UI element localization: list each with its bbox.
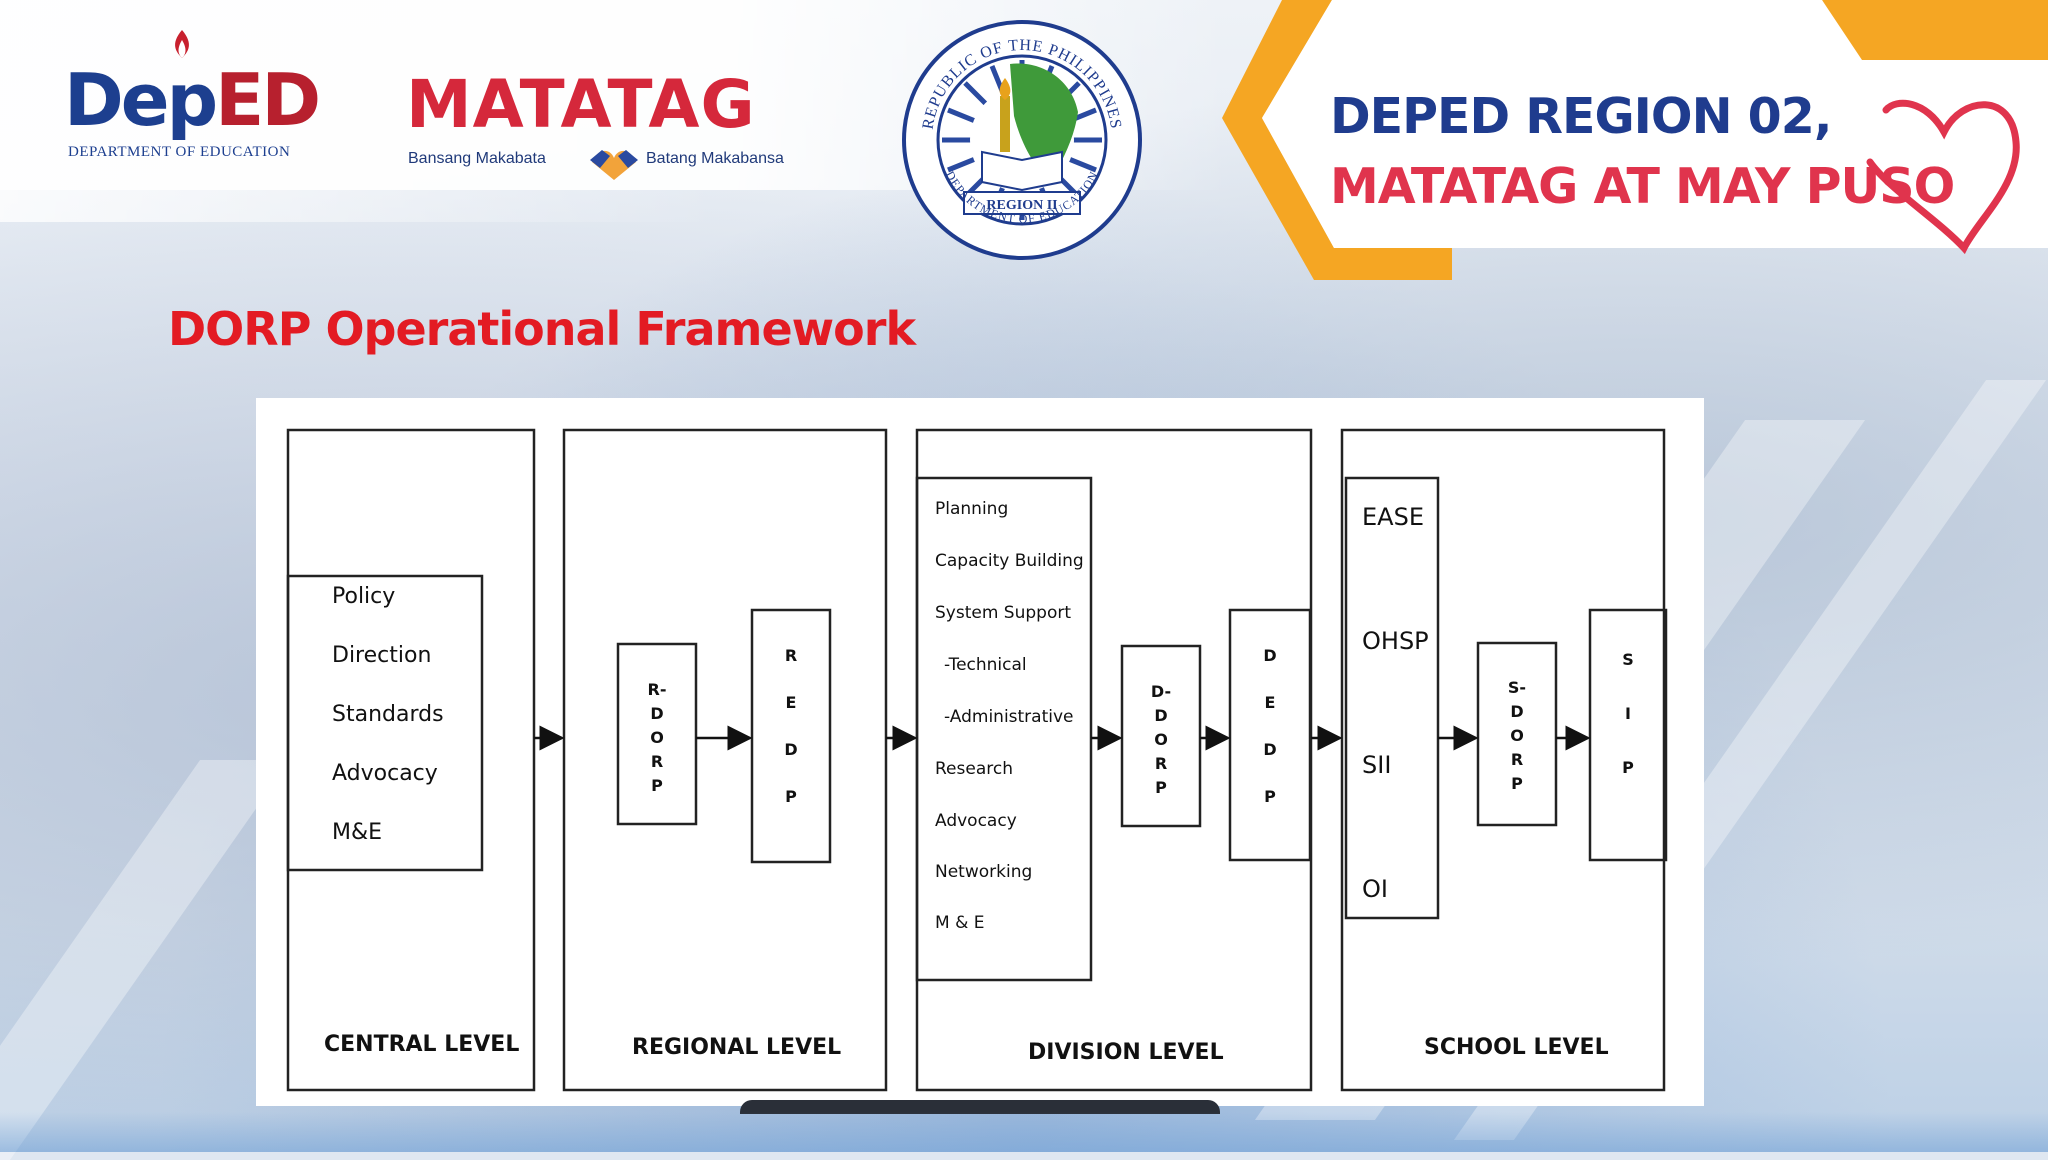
matatag-wordmark: MATATAG [406,66,756,143]
regional-level-frame [562,428,888,1092]
division-item-me: M & E [935,913,985,933]
torch-flame-icon [175,30,189,58]
header-accent-bar [0,190,720,222]
rdorp-box [616,642,698,826]
deped-logo: DepED DEPARTMENT OF EDUCATION [64,28,344,168]
diagram-panel: Policy Direction Standards Advocacy M&E … [256,398,1704,1106]
school-level-label: SCHOOL LEVEL [1424,1035,1609,1060]
division-item-advocacy: Advocacy [935,811,1017,831]
school-items-box [1344,476,1440,920]
central-item-direction: Direction [332,643,432,668]
division-item-research: Research [935,759,1013,779]
division-item-networking: Networking [935,862,1033,882]
central-item-standards: Standards [332,702,444,727]
division-item-planning: Planning [935,499,1009,519]
central-level-label: CENTRAL LEVEL [324,1032,520,1057]
regional-level-label: REGIONAL LEVEL [632,1035,842,1060]
banner-line-2: MATATAG AT MAY PUSO [1330,158,1955,215]
bottom-shade [0,1112,2048,1152]
division-item-administrative: -Administrative [944,707,1074,727]
page-title: DORP Operational Framework [168,302,916,356]
division-level-label: DIVISION LEVEL [1028,1040,1224,1065]
school-item-ohsp: OHSP [1362,627,1429,655]
matatag-tagline-right: Batang Makabansa [646,150,784,167]
heart-outline-icon [1866,99,2020,255]
banner-line-1: DEPED REGION 02, [1330,88,1832,145]
matatag-logo: MATATAG Bansang Makabata Batang Makabans… [406,66,826,180]
banner-shape [1222,0,2048,280]
framework-diagram [286,428,1668,1092]
svg-text:REGION II: REGION II [986,198,1057,213]
region-ii-seal: REGION II REPUBLIC OF THE PHILIPPINES DE… [902,20,1142,260]
central-level-frame [286,428,536,1092]
central-items-box [286,574,484,872]
central-item-me: M&E [332,820,383,845]
division-item-capacity-building: Capacity Building [935,551,1084,571]
central-item-advocacy: Advocacy [332,761,438,786]
deped-subtitle: DEPARTMENT OF EDUCATION [68,144,291,160]
central-item-policy: Policy [332,584,396,609]
bottom-dark-strip [740,1100,1220,1114]
hands-heart-icon [590,150,638,180]
matatag-tagline-left: Bansang Makabata [408,150,546,167]
deped-wordmark: DepED [64,58,321,142]
school-item-sii: SII [1362,751,1392,779]
school-item-ease: EASE [1362,503,1424,531]
division-item-technical: -Technical [944,655,1027,675]
division-item-system-support: System Support [935,603,1071,623]
school-item-oi: OI [1362,875,1388,903]
school-level-frame [1340,428,1666,1092]
